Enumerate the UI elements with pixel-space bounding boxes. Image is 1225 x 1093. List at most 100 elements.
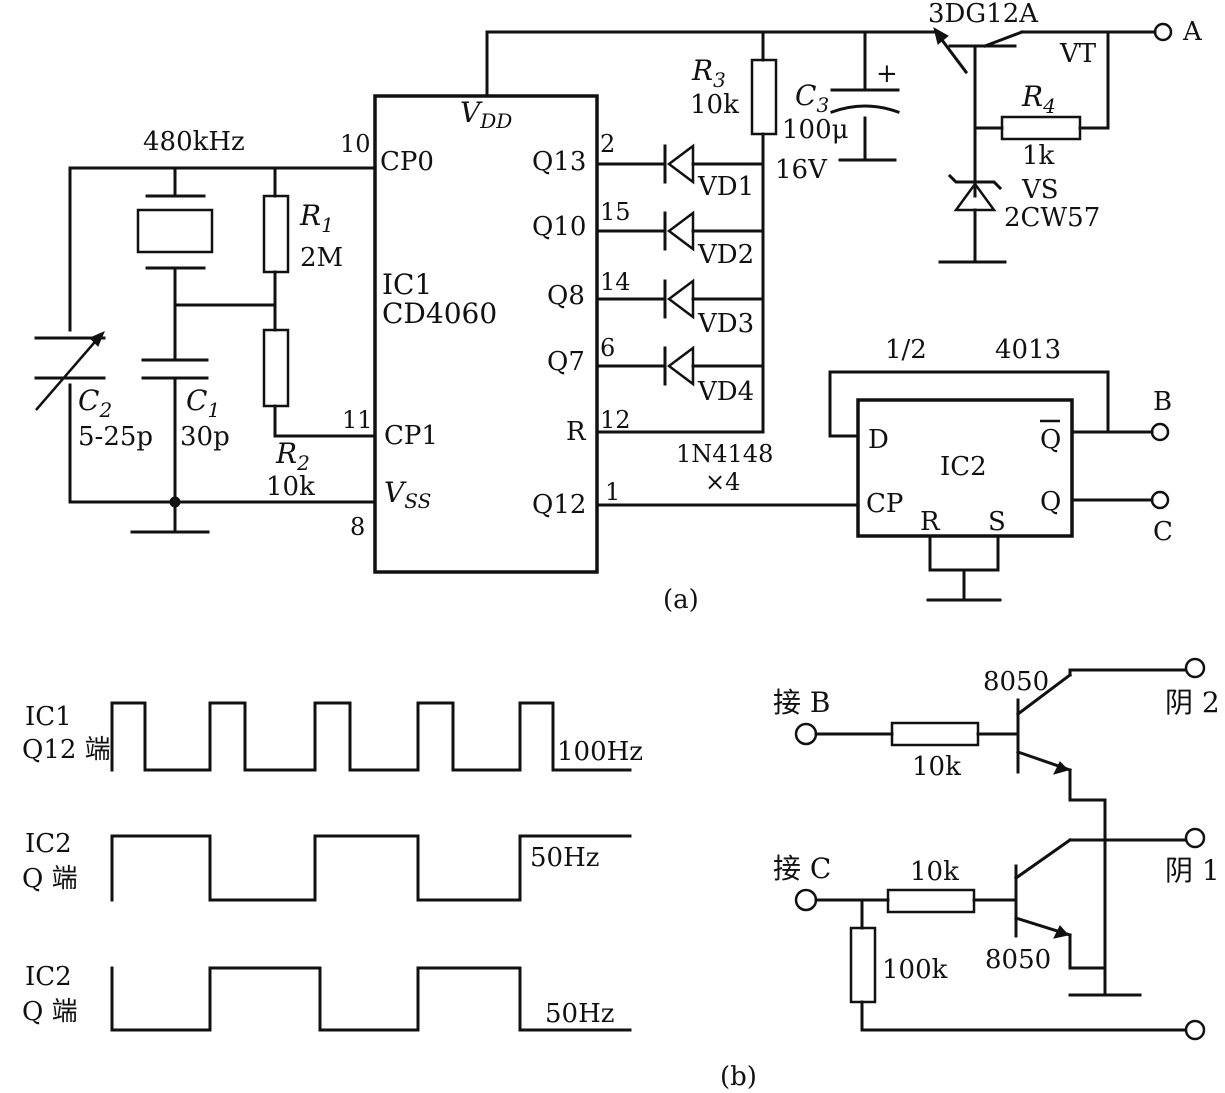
ic1-pin-q10: Q10 bbox=[532, 212, 586, 242]
caption-a: (a) bbox=[663, 585, 699, 615]
terminal-c-label: C bbox=[1153, 517, 1173, 547]
ic2-pin-d: D bbox=[868, 425, 889, 455]
ic1-pin-cp1: CP1 bbox=[384, 421, 438, 451]
variable-capacitor-c2 bbox=[34, 331, 106, 411]
input-c-label: 接 C bbox=[773, 852, 831, 885]
resistor-r3 bbox=[750, 58, 778, 136]
wave3-freq: 50Hz bbox=[545, 999, 614, 1029]
ic2-pin-s: S bbox=[988, 507, 1006, 537]
ic1-pin-cp0: CP0 bbox=[380, 147, 434, 177]
ground-terminal bbox=[1184, 1019, 1206, 1041]
output-1-terminal bbox=[1184, 827, 1206, 849]
diode-vd2-label: VD2 bbox=[697, 240, 754, 270]
zener-part: 2CW57 bbox=[1004, 203, 1100, 233]
pin-number-1: 1 bbox=[605, 478, 620, 506]
resistor-100k-value: 100k bbox=[882, 955, 948, 985]
wave2-freq: 50Hz bbox=[530, 843, 599, 873]
resistor-r4 bbox=[1000, 115, 1082, 141]
resistor-10k-bottom bbox=[886, 888, 976, 914]
terminal-c bbox=[1150, 490, 1170, 510]
r4-value: 1k bbox=[1022, 141, 1055, 171]
resistor-r1 bbox=[262, 194, 290, 274]
terminal-b-label: B bbox=[1153, 387, 1172, 417]
transistor-part: 3DG12A bbox=[928, 0, 1039, 29]
ic2-pin-r: R bbox=[920, 507, 941, 537]
crystal bbox=[136, 194, 214, 270]
ic1-pin-q7: Q7 bbox=[547, 347, 585, 377]
c3-value: 100μ bbox=[782, 115, 849, 145]
output-2-label: 阴 2 bbox=[1165, 686, 1220, 719]
pin-number-12: 12 bbox=[600, 406, 631, 434]
ic2-name: IC2 bbox=[940, 452, 987, 482]
c3-voltage: 16V bbox=[775, 155, 828, 185]
output-2-terminal bbox=[1184, 657, 1206, 679]
diode-array bbox=[595, 143, 862, 507]
diode-count-label: ×4 bbox=[705, 468, 740, 496]
resistor-r2 bbox=[262, 328, 290, 408]
pin-number-8: 8 bbox=[350, 513, 365, 541]
output-1-label: 阴 1 bbox=[1165, 854, 1220, 887]
part-b-driver: 接 B 10k 8050 阴 2 接 C 10k 8050 阴 1 10 bbox=[773, 657, 1220, 1041]
diode-vd4-label: VD4 bbox=[697, 377, 754, 407]
ic1-pin-vss: VSS bbox=[384, 476, 431, 513]
regulator-transistor bbox=[933, 26, 1157, 264]
ic1-vdd-label: VDD bbox=[460, 96, 512, 133]
c1-ref: C1 bbox=[186, 384, 220, 422]
transistor-top-part: 8050 bbox=[983, 667, 1049, 697]
input-c-terminal bbox=[794, 888, 818, 912]
oscillator-wires bbox=[68, 166, 377, 534]
transistor-ref: VT bbox=[1059, 39, 1097, 69]
transistor-bottom-part: 8050 bbox=[985, 945, 1051, 975]
wave2-label1: IC2 bbox=[25, 829, 72, 859]
ic1-pin-q13: Q13 bbox=[532, 147, 586, 177]
c2-value: 5-25p bbox=[78, 422, 153, 452]
ic1-pin-q8: Q8 bbox=[547, 281, 585, 311]
r2-ref: R2 bbox=[275, 437, 310, 475]
ic1-part: CD4060 bbox=[382, 297, 497, 330]
input-b-terminal bbox=[794, 722, 818, 746]
diode-vd3-label: VD3 bbox=[697, 309, 754, 339]
r2-value: 10k bbox=[266, 472, 315, 502]
pin-number-2: 2 bbox=[600, 130, 615, 158]
ic1-pin-q12: Q12 bbox=[532, 490, 586, 520]
wave3-label1: IC2 bbox=[25, 962, 72, 992]
r3-ref: R3 bbox=[691, 54, 726, 92]
r3-value: 10k bbox=[690, 90, 739, 120]
wave3-label2: Q 端 bbox=[22, 997, 78, 1027]
vdd-rail bbox=[485, 30, 938, 434]
input-b-label: 接 B bbox=[773, 686, 830, 719]
ic2-wires bbox=[828, 370, 1154, 602]
part-b-waveforms: IC1 Q12 端 100Hz IC2 Q 端 50Hz IC2 Q 端 50H… bbox=[22, 701, 643, 1032]
zener-diode-vs bbox=[947, 173, 1003, 212]
pin-number-6: 6 bbox=[600, 334, 615, 362]
capacitor-c1 bbox=[141, 358, 209, 380]
pin-number-14: 14 bbox=[600, 268, 631, 296]
wave1-label1: IC1 bbox=[25, 702, 72, 732]
ic1-name: IC1 bbox=[382, 268, 432, 301]
part-a-schematic: VDD IC1 CD4060 CP0 CP1 VSS Q13 Q10 Q8 Q7… bbox=[34, 0, 1203, 615]
ic2-box bbox=[856, 398, 1074, 538]
wave2-trace bbox=[110, 834, 632, 902]
pin-number-11: 11 bbox=[342, 406, 373, 434]
wave1-label2: Q12 端 bbox=[22, 735, 111, 765]
c1-value: 30p bbox=[180, 422, 230, 452]
r4-ref: R4 bbox=[1021, 80, 1056, 118]
terminal-b bbox=[1150, 422, 1170, 442]
wave2-label2: Q 端 bbox=[22, 864, 78, 894]
wave1-trace bbox=[110, 701, 632, 772]
diode-vd1-label: VD1 bbox=[697, 172, 754, 202]
r1-value: 2M bbox=[300, 243, 343, 273]
resistor-100k bbox=[849, 926, 877, 1004]
c3-ref: C3 bbox=[795, 79, 829, 117]
ic2-part: 4013 bbox=[995, 335, 1061, 365]
ic2-pin-qbar: Q bbox=[1040, 425, 1061, 455]
ic2-fraction: 1/2 bbox=[885, 335, 927, 365]
ic2-pin-q: Q bbox=[1040, 487, 1061, 517]
terminal-a-label: A bbox=[1182, 17, 1203, 47]
zener-ref: VS bbox=[1021, 175, 1059, 205]
diode-part-label: 1N4148 bbox=[676, 440, 773, 468]
ic2-pin-cp: CP bbox=[866, 489, 903, 519]
resistor-bottom-value: 10k bbox=[910, 857, 959, 887]
resistor-10k-top bbox=[890, 721, 980, 747]
